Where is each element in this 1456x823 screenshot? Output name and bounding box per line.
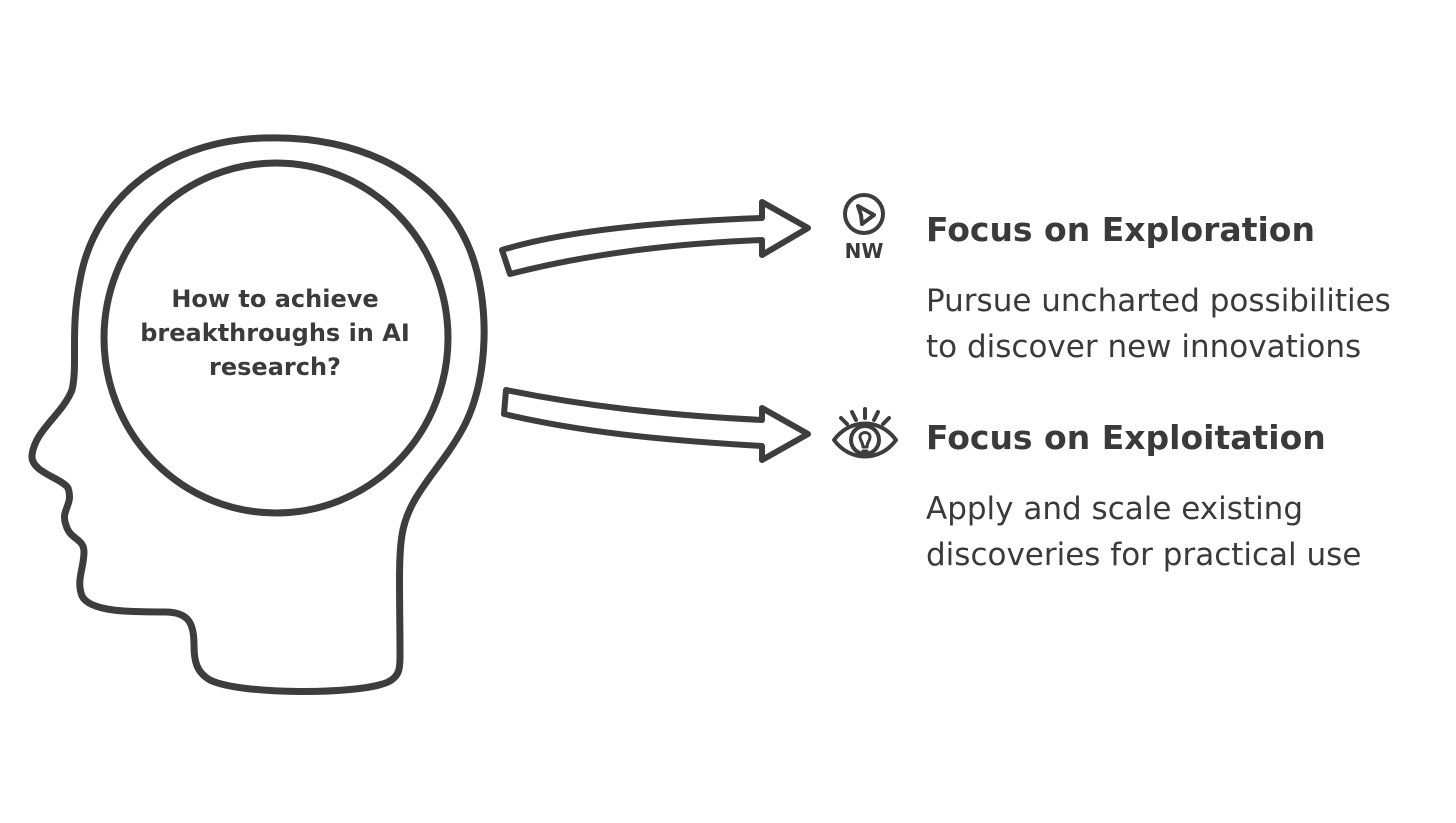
arrow-to-exploration (502, 202, 808, 274)
exploitation-description: Apply and scale existing discoveries for… (926, 486, 1396, 578)
exploration-description: Pursue uncharted possibilities to discov… (926, 278, 1396, 370)
arrow-to-exploitation (504, 390, 808, 460)
compass-nw-label: NW (842, 239, 886, 263)
compass-icon (845, 195, 883, 233)
exploitation-title: Focus on Exploitation (926, 418, 1326, 458)
eye-lightbulb-icon (834, 409, 896, 457)
central-question: How to achieve breakthroughs in AI resea… (110, 282, 440, 384)
exploration-title: Focus on Exploration (926, 210, 1315, 250)
head-outline (32, 138, 484, 692)
